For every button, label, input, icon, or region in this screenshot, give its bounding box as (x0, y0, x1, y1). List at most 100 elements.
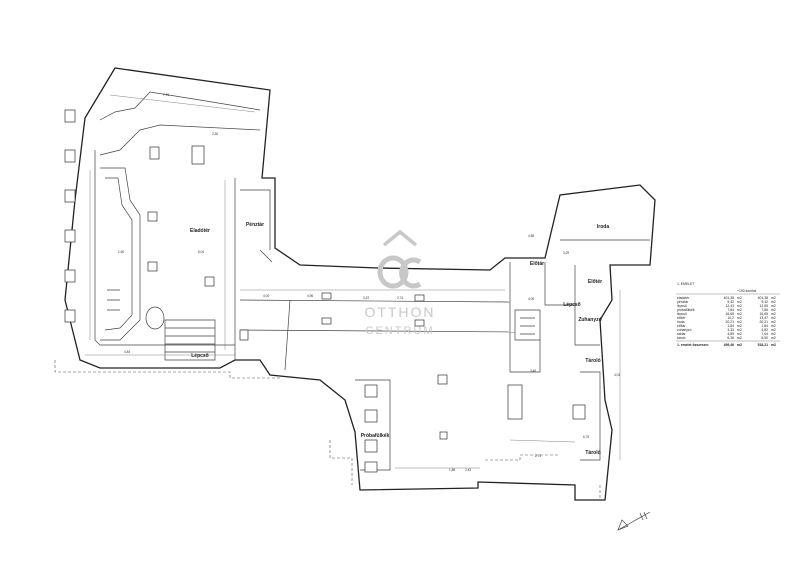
legend-row-area: 12,43 (726, 304, 735, 308)
dimension-label: 2,43 (465, 468, 471, 472)
room-label-tarolo-1: Tároló (585, 358, 600, 364)
dimension-label: 4,96 (307, 294, 313, 298)
dimension-label: 4,03 (614, 373, 620, 377)
legend-row-unit2: m2 (771, 300, 776, 304)
dimension-label: 4,58 (528, 234, 534, 238)
room-label-elotar: Előtár (530, 261, 544, 267)
legend-row-unit: m2 (737, 308, 742, 312)
legend-row-name: iroda (677, 320, 685, 324)
legend-row-unit: m2 (737, 304, 742, 308)
legend-row-area2: 7,86 (761, 308, 768, 312)
watermark-line2: CENTRUM (366, 325, 435, 337)
legend-row-unit2: m2 (771, 304, 776, 308)
legend-row-name: lépcső (677, 312, 687, 316)
room-label-zuhanyzo: Zuhanyzó (578, 317, 601, 323)
watermark-logo (377, 229, 422, 289)
legend-row-area2: 7,64 (761, 332, 768, 336)
legend-row-unit2: m2 (771, 316, 776, 320)
legend-total-label: 1. emelet összesen: (677, 343, 709, 347)
dimension-label: 3,46 (530, 369, 536, 373)
legend-row-area2: 16,65 (760, 312, 769, 316)
legend-row-unit: m2 (737, 296, 742, 300)
legend-row-area: 10,2 (727, 316, 734, 320)
legend-row-area: 3,33 (727, 328, 734, 332)
legend-row-name: előtér (677, 316, 686, 320)
legend-total-area2: 518,21 (758, 343, 768, 347)
room-label-penztar: Pénztár (246, 222, 264, 228)
legend-total-unit2: m2 (771, 343, 776, 347)
room-label-lepcso-right: Lépcső (563, 302, 581, 308)
watermark-line1: OTTHON (364, 304, 435, 320)
legend-row-area: 4,89 (727, 332, 734, 336)
dimension-label: 2,74 (397, 296, 403, 300)
legend-row-unit: m2 (737, 324, 742, 328)
legend-row-unit2: m2 (771, 328, 776, 332)
legend-row-area2: 9,42 (761, 300, 768, 304)
legend-row-unit2: m2 (771, 324, 776, 328)
legend-row-area2: 13,47 (760, 316, 769, 320)
legend-row-unit: m2 (737, 316, 742, 320)
legend-row-name: pénztár (677, 300, 689, 304)
site-boundary (54, 360, 601, 500)
legend-row-unit2: m2 (771, 336, 776, 340)
legend-row-unit2: m2 (771, 320, 776, 324)
legend-header-value: +190 komlok (737, 289, 757, 293)
legend-total-area: 499,46 (724, 343, 734, 347)
legend-row-name: előtár (677, 324, 686, 328)
legend-row-area2: 8,50 (761, 336, 768, 340)
dimension-label: 1,60 (118, 250, 124, 254)
room-label-probafulke: Próbafülkék (361, 433, 390, 439)
dimension-label: 7,76 (163, 93, 169, 97)
legend-row-name: eladótér (677, 296, 690, 300)
legend-row-area: 16,65 (726, 312, 735, 316)
legend-row-area2: 1,84 (761, 324, 768, 328)
legend-row-area: 20,21 (726, 320, 735, 324)
legend-row-name: raktár (677, 332, 687, 336)
legend-row-area: 401,38 (724, 296, 734, 300)
dimension-label: 6,04 (198, 250, 204, 254)
dimension-label: 4,00 (528, 297, 534, 301)
legend-row-unit: m2 (737, 312, 742, 316)
room-label-iroda: Iroda (597, 224, 609, 230)
legend-row-name: tároló (677, 336, 686, 340)
legend-row-unit: m2 (737, 332, 742, 336)
legend-row-unit2: m2 (771, 296, 776, 300)
dimension-label: 6,75 (583, 435, 589, 439)
legend-row-area2: 4,82 (761, 328, 768, 332)
dimension-label: 4,00 (263, 294, 269, 298)
dimension-label: 1,88 (449, 468, 455, 472)
legend-row-unit2: m2 (771, 332, 776, 336)
dimension-label: 2,30 (212, 132, 218, 136)
feature-shapes (100, 167, 541, 371)
legend-row-area: 6,36 (727, 336, 734, 340)
legend-total-unit: m2 (737, 343, 742, 347)
legend-title: 1. EMELET (677, 282, 694, 286)
legend-row-area: 1,84 (727, 324, 734, 328)
legend-row-unit2: m2 (771, 312, 776, 316)
legend-row-area2: 12,65 (760, 304, 769, 308)
dimension-label: 3,22 (363, 296, 369, 300)
legend-row-unit: m2 (737, 300, 742, 304)
north-arrow-icon (617, 511, 651, 531)
legend-row-area: 9,42 (727, 300, 734, 304)
legend-row-name: próbafülkék (677, 308, 695, 312)
dimension-lines (85, 94, 621, 469)
legend-row-area: 7,84 (727, 308, 734, 312)
room-label-eloter: Előtér (588, 279, 602, 285)
legend-row-unit: m2 (737, 320, 742, 324)
legend-row-area2: 20,21 (760, 320, 769, 324)
dimension-label: 3,29 (563, 251, 569, 255)
legend-row-unit: m2 (737, 336, 742, 340)
room-label-lepcso-left: Lépcső (191, 353, 209, 359)
legend-row-area2: 401,38 (758, 296, 768, 300)
room-label-eladoter: Eladótér (190, 228, 210, 234)
legend-row-unit: m2 (737, 328, 742, 332)
legend-row-name: lépcső (677, 304, 687, 308)
columns (64, 109, 586, 473)
legend-row-name: zuhanyzó (677, 328, 692, 332)
dimension-label: 4,84 (124, 350, 130, 354)
room-label-tarolo-2: Tároló (585, 450, 600, 456)
